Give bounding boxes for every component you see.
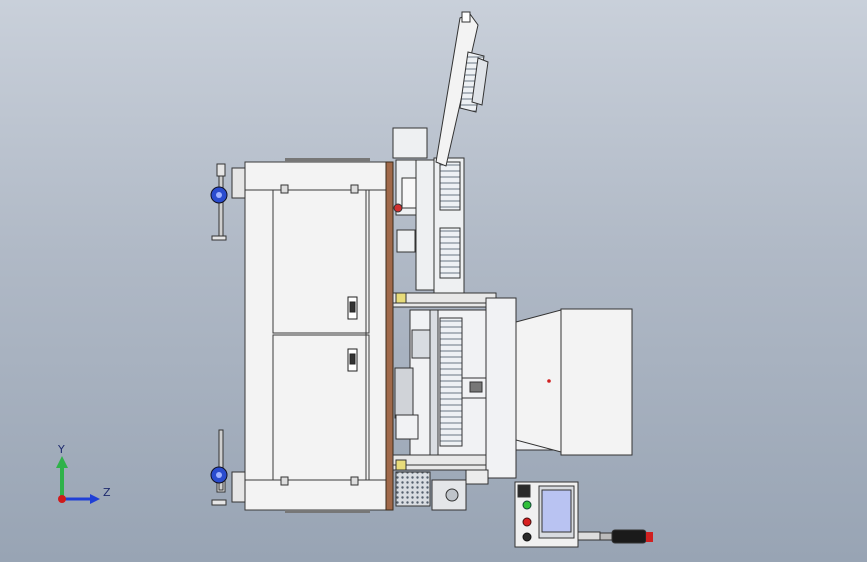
wood-panel bbox=[385, 161, 394, 511]
control-button-icon[interactable] bbox=[522, 500, 532, 542]
control-panel[interactable] bbox=[514, 481, 579, 548]
left-hardware bbox=[211, 163, 246, 506]
cabinet bbox=[244, 158, 389, 513]
triad-y-label: Y bbox=[58, 443, 65, 456]
fasteners bbox=[280, 184, 359, 486]
bottom-unit bbox=[395, 469, 489, 511]
handle bbox=[577, 529, 653, 544]
cabinet-top-rail bbox=[244, 161, 389, 191]
right-unit bbox=[515, 308, 633, 456]
door-latch-icon bbox=[347, 296, 358, 372]
control-screen bbox=[541, 489, 572, 533]
finned-blocks bbox=[439, 161, 461, 279]
raised-arm bbox=[435, 11, 489, 167]
triad-z-label: Z bbox=[103, 486, 111, 499]
caster-icon bbox=[210, 186, 228, 484]
rails bbox=[392, 292, 497, 471]
